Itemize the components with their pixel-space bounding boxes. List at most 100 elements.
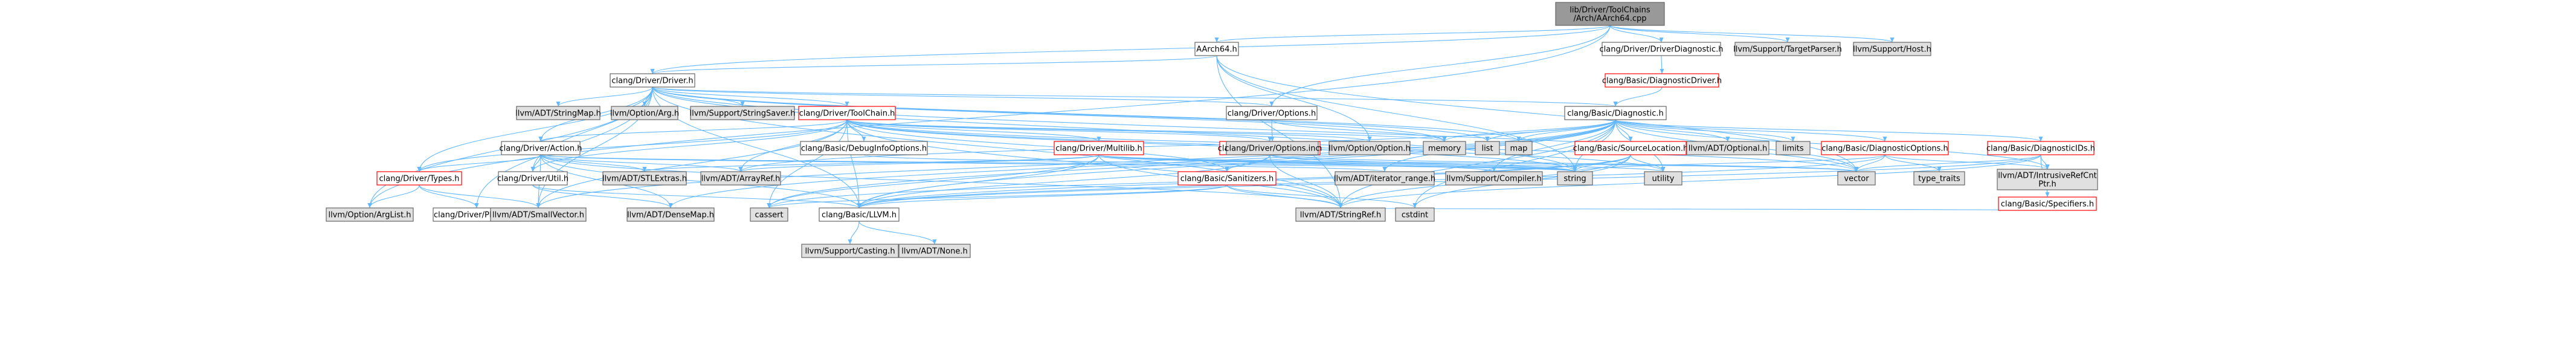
edge-sanitizers-to-stringref bbox=[1226, 184, 1343, 209]
node-host[interactable]: llvm/Support/Host.h bbox=[1853, 42, 1931, 56]
node-box-debuginfo bbox=[800, 141, 928, 155]
node-box-cassert bbox=[750, 207, 788, 222]
node-driverdiag[interactable]: clang/Driver/DriverDiagnostic.h bbox=[1599, 42, 1724, 56]
node-limits[interactable]: limits bbox=[1776, 141, 1811, 155]
edge-driver-to-map bbox=[652, 86, 1521, 142]
edge-diagnostic-to-limits bbox=[1615, 119, 1795, 142]
edge-driver-to-memory bbox=[652, 86, 1447, 142]
node-label-toolchain: clang/Driver/ToolChain.h bbox=[799, 109, 895, 118]
node-label-memory: memory bbox=[1428, 144, 1461, 154]
edge-toolchain-to-cassert bbox=[767, 119, 848, 209]
edge-llvm_h-to-casting bbox=[848, 221, 860, 245]
node-box-memory bbox=[1423, 141, 1466, 155]
node-box-root bbox=[1555, 2, 1665, 26]
edge-options-to-memory bbox=[1271, 119, 1447, 142]
node-stringmap[interactable]: llvm/ADT/StringMap.h bbox=[515, 106, 601, 120]
node-llvm_h[interactable]: clang/Basic/LLVM.h bbox=[819, 207, 900, 222]
edge-diagnostic-to-cassert bbox=[767, 119, 1616, 209]
edge-diagoptions-to-vector bbox=[1854, 154, 1885, 172]
edge-multilib-to-stlextras bbox=[642, 154, 1100, 172]
edge-diagnostic-to-smallvector bbox=[536, 119, 1616, 209]
edge-action-to-llvm_h bbox=[540, 154, 861, 209]
node-none[interactable]: llvm/ADT/None.h bbox=[898, 244, 971, 258]
node-diagoptions[interactable]: clang/Basic/DiagnosticOptions.h bbox=[1821, 141, 1949, 155]
node-box-optional bbox=[1686, 141, 1769, 155]
edge-multilib-to-llvm_h bbox=[857, 154, 1100, 209]
node-optional[interactable]: llvm/ADT/Optional.h bbox=[1686, 141, 1769, 155]
node-box-arglist bbox=[326, 207, 414, 222]
node-arrayref[interactable]: llvm/ADT/ArrayRef.h bbox=[700, 171, 781, 186]
node-util[interactable]: clang/Driver/Util.h bbox=[497, 171, 568, 186]
node-arg[interactable]: llvm/Option/Arg.h bbox=[610, 106, 679, 120]
edge-types-to-phases bbox=[419, 184, 479, 209]
node-arglist[interactable]: llvm/Option/ArgList.h bbox=[326, 207, 414, 222]
node-driver[interactable]: clang/Driver/Driver.h bbox=[610, 73, 695, 88]
node-label-vector: vector bbox=[1844, 175, 1869, 184]
node-string[interactable]: string bbox=[1557, 171, 1593, 186]
node-sanitizers[interactable]: clang/Basic/Sanitizers.h bbox=[1177, 171, 1277, 186]
node-box-cstdint bbox=[1395, 207, 1435, 222]
edge-types-to-smallvector bbox=[419, 184, 541, 209]
node-compiler[interactable]: llvm/Support/Compiler.h bbox=[1445, 171, 1543, 186]
edge-types-to-arglist bbox=[367, 184, 420, 209]
node-vector[interactable]: vector bbox=[1837, 171, 1876, 186]
node-stlextras[interactable]: llvm/ADT/STLExtras.h bbox=[602, 171, 687, 186]
node-box-list bbox=[1475, 141, 1500, 155]
node-targetparser[interactable]: llvm/Support/TargetParser.h bbox=[1733, 42, 1842, 56]
node-memory[interactable]: memory bbox=[1423, 141, 1466, 155]
node-box-aarch64_h bbox=[1194, 42, 1239, 56]
node-label-arrayref: llvm/ADT/ArrayRef.h bbox=[701, 175, 781, 184]
node-stringref[interactable]: llvm/ADT/StringRef.h bbox=[1295, 207, 1386, 222]
node-utility[interactable]: utility bbox=[1644, 171, 1682, 186]
node-label-limits: limits bbox=[1782, 144, 1804, 154]
node-cstdint[interactable]: cstdint bbox=[1395, 207, 1435, 222]
edge-aarch64_h-to-vector bbox=[1216, 55, 1859, 172]
node-box-stlextras bbox=[602, 171, 687, 186]
node-debuginfo[interactable]: clang/Basic/DebugInfoOptions.h bbox=[800, 141, 928, 155]
node-optionsinc[interactable]: clang/Driver/Options.inc bbox=[1225, 141, 1320, 155]
edge-driver-to-stringmap bbox=[556, 86, 653, 107]
node-box-targetparser bbox=[1734, 42, 1841, 56]
node-box-none bbox=[898, 244, 971, 258]
node-box-option bbox=[1328, 141, 1411, 155]
node-aarch64_h[interactable]: AArch64.h bbox=[1194, 42, 1239, 56]
node-option[interactable]: llvm/Option/Option.h bbox=[1328, 141, 1411, 155]
edge-toolchain-to-langopts bbox=[846, 119, 1272, 142]
node-label-stringsaver: llvm/Support/StringSaver.h bbox=[690, 109, 796, 118]
node-iterrange[interactable]: llvm/ADT/iterator_range.h bbox=[1334, 171, 1435, 186]
node-list[interactable]: list bbox=[1475, 141, 1500, 155]
node-options[interactable]: clang/Driver/Options.h bbox=[1226, 106, 1318, 120]
node-box-compiler bbox=[1445, 171, 1543, 186]
node-typetraits[interactable]: type_traits bbox=[1913, 171, 1965, 186]
edge-root-to-aarch64_h bbox=[1214, 25, 1611, 43]
edge-diagoptions-to-string bbox=[1573, 154, 1885, 172]
node-toolchain[interactable]: clang/Driver/ToolChain.h bbox=[798, 106, 896, 120]
node-diagids[interactable]: clang/Basic/DiagnosticIDs.h bbox=[1986, 141, 2095, 155]
node-types[interactable]: clang/Driver/Types.h bbox=[376, 171, 462, 186]
node-action[interactable]: clang/Driver/Action.h bbox=[499, 141, 582, 155]
edge-toolchain-to-action bbox=[538, 119, 848, 142]
edge-action-to-string bbox=[540, 154, 1577, 172]
node-smallvector[interactable]: llvm/ADT/SmallVector.h bbox=[490, 207, 587, 222]
node-multilib[interactable]: clang/Driver/Multilib.h bbox=[1054, 141, 1144, 155]
edge-toolchain-to-sanitizers bbox=[846, 119, 1229, 172]
node-map[interactable]: map bbox=[1505, 141, 1533, 155]
node-label-root-0: lib/Driver/ToolChains bbox=[1570, 6, 1650, 15]
node-casting[interactable]: llvm/Support/Casting.h bbox=[801, 244, 899, 258]
node-label-compiler: llvm/Support/Compiler.h bbox=[1446, 175, 1541, 184]
edge-toolchain-to-types bbox=[417, 119, 848, 172]
node-sourcelocation[interactable]: clang/Basic/SourceLocation.h bbox=[1573, 141, 1688, 155]
node-label-stringref: llvm/ADT/StringRef.h bbox=[1300, 211, 1381, 220]
node-densemap[interactable]: llvm/ADT/DenseMap.h bbox=[626, 207, 715, 222]
edge-diagnostic-to-diagids bbox=[1615, 119, 2043, 142]
edge-aarch64_h-to-driver bbox=[650, 55, 1217, 74]
node-stringsaver[interactable]: llvm/Support/StringSaver.h bbox=[690, 106, 796, 120]
node-label-root-1: /Arch/AArch64.cpp bbox=[1573, 15, 1646, 24]
node-label-stlextras: llvm/ADT/STLExtras.h bbox=[602, 175, 687, 184]
node-cassert[interactable]: cassert bbox=[750, 207, 788, 222]
node-diagnostic[interactable]: clang/Basic/Diagnostic.h bbox=[1564, 106, 1667, 120]
node-specifiers[interactable]: clang/Basic/Specifiers.h bbox=[1998, 196, 2097, 211]
node-label-map: map bbox=[1510, 144, 1528, 154]
node-diagdriver[interactable]: clang/Basic/DiagnosticDriver.h bbox=[1602, 73, 1722, 88]
